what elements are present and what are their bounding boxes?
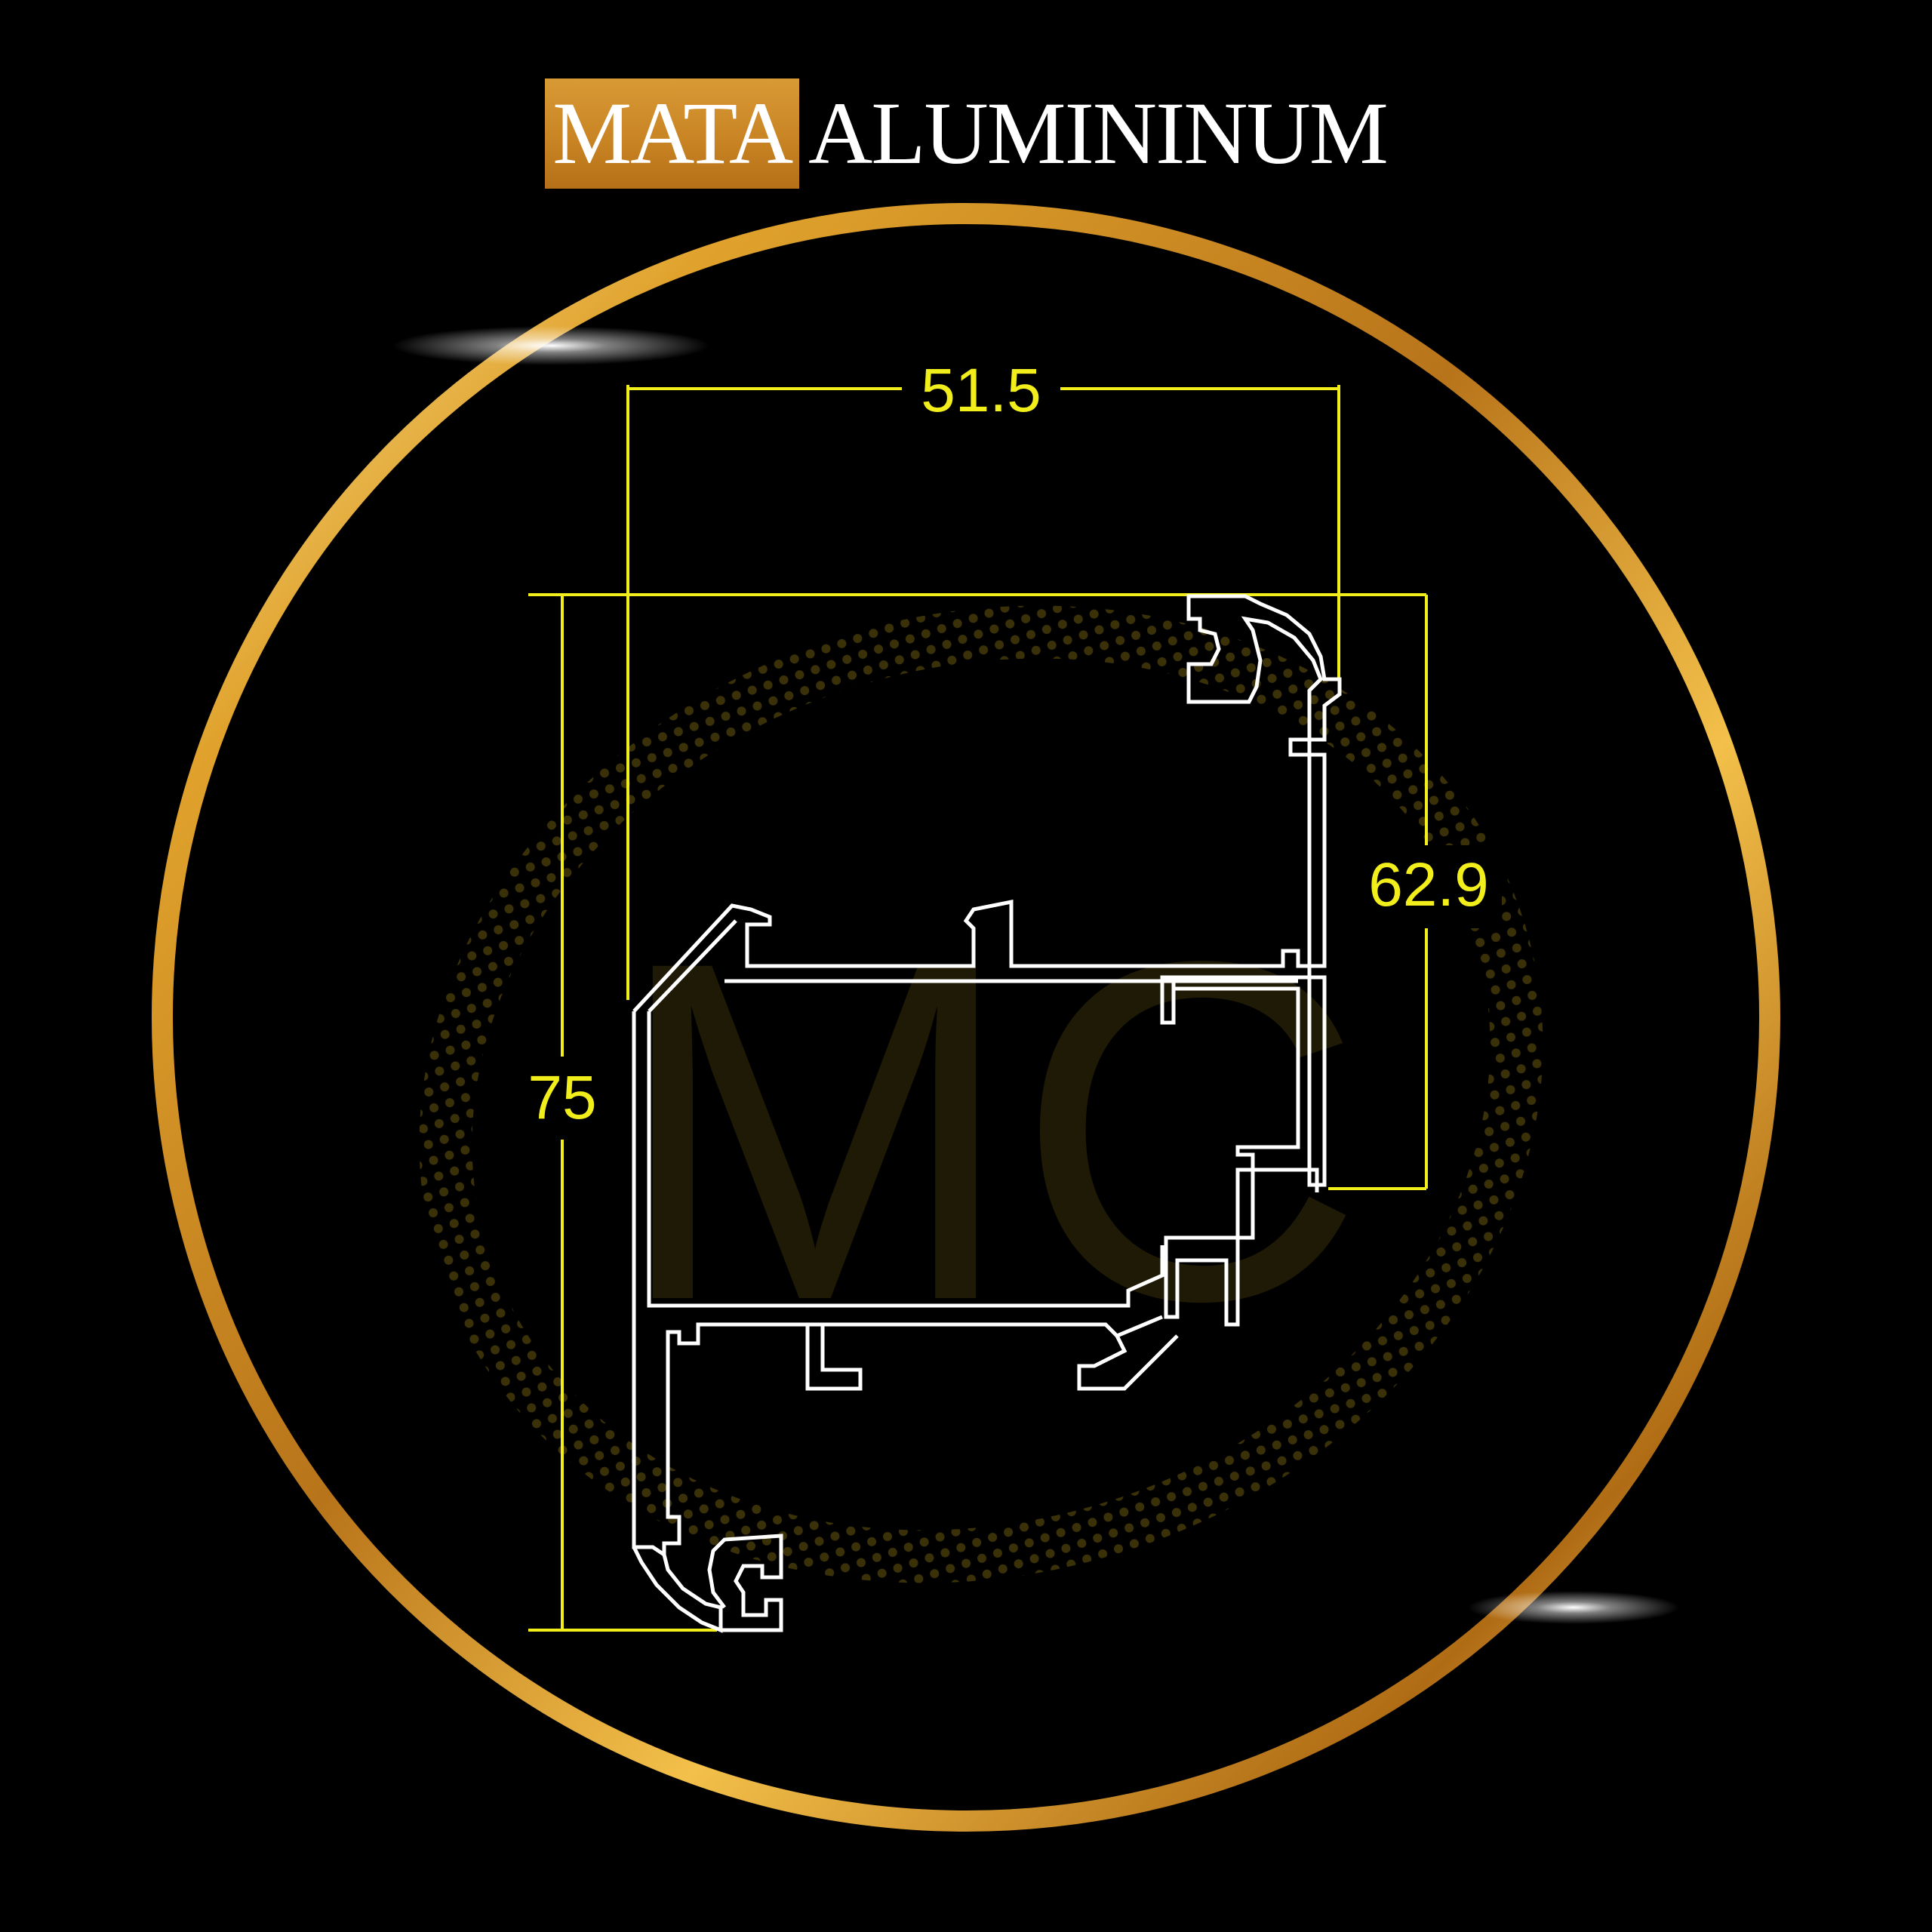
dim-height-right-backing [1358,845,1502,928]
profile-bottom-flange [696,1324,1179,1391]
watermark-text: MC [613,861,1364,1401]
ring-sparkle-bottom [1468,1591,1679,1624]
gold-ring [152,203,1780,1832]
dim-width-backing [902,353,1060,423]
brand-highlight-box: MATA [545,78,800,189]
profile-bottom-hook [632,1534,783,1633]
brand-rest-text: ALUMININUM [808,84,1389,183]
brand-highlight-text: MATA [552,84,793,183]
ring-sparkle-top [392,326,709,365]
profile-left-inner [647,1011,1164,1308]
dim-width-label: 51.5 [921,356,1041,425]
profile-outer-contour [632,594,1342,1327]
profile-left-wall [632,1011,1163,1558]
profile-inner-rib [1160,981,1176,1023]
aluminum-profile [632,594,1342,1633]
dim-height-right-label: 62.9 [1368,851,1489,919]
brand-header: MATA ALUMININUM [0,78,1932,189]
dim-height-left-label: 75 [528,1063,596,1132]
profile-top-web [648,919,1298,1013]
dim-height-left-backing [521,1057,604,1140]
